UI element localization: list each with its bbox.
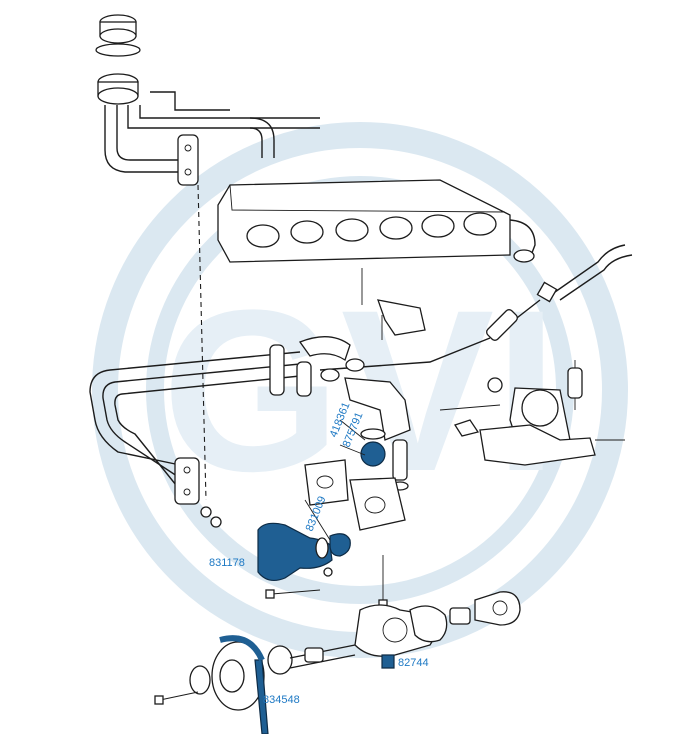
part-82744-plug xyxy=(381,654,395,669)
right-mounted-pump xyxy=(439,377,625,466)
heater-pipes xyxy=(89,351,301,528)
thermostat-body xyxy=(344,377,411,491)
part-834548-belt-loop xyxy=(219,635,265,662)
part-831178-housing xyxy=(257,522,351,582)
part-831009-ring xyxy=(329,533,351,557)
thermostat-part-875791 xyxy=(360,441,386,467)
lower-pump-assembly xyxy=(354,591,521,669)
callout-831178: 831178 xyxy=(209,557,245,569)
intake-manifold xyxy=(217,179,536,263)
water-pump-housing xyxy=(304,459,406,531)
pulley-assembly xyxy=(154,641,356,711)
coupling-hoses xyxy=(269,336,365,397)
manifold-bracket xyxy=(361,268,426,340)
callout-82744: 82744 xyxy=(398,657,429,669)
thermostat-housing-top xyxy=(95,14,141,105)
callout-leaders xyxy=(304,419,366,541)
upper-hose-pipes xyxy=(104,91,320,186)
callout-834548: 834548 xyxy=(263,694,300,706)
assembly-guide-line xyxy=(197,184,207,501)
bolts-group xyxy=(265,360,583,609)
